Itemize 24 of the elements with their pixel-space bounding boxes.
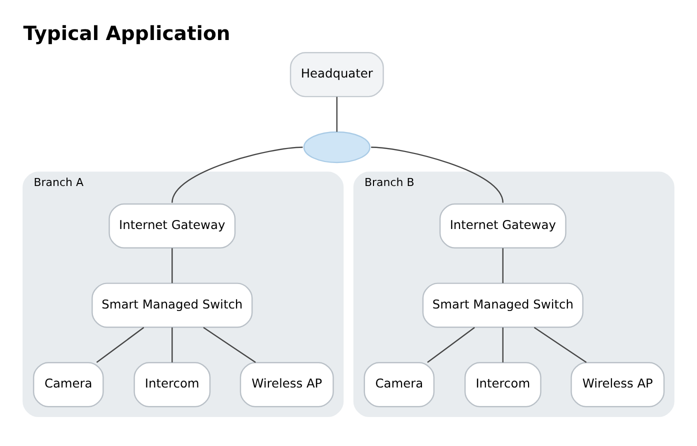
node-box: Internet Gateway	[108, 202, 236, 248]
node-box: Camera	[364, 362, 435, 407]
node-box: Wireless AP	[570, 362, 665, 407]
node-box: Smart Managed Switch	[92, 282, 253, 328]
connector	[534, 326, 587, 362]
node-box: Smart Managed Switch	[422, 282, 584, 328]
connector	[203, 326, 256, 362]
node-box: Intercom	[134, 362, 211, 407]
connector	[502, 327, 504, 362]
node-box: Intercom	[464, 362, 542, 407]
node-box: Wireless AP	[240, 362, 334, 407]
connector	[502, 248, 504, 283]
diagram-title: Typical Application	[23, 22, 230, 45]
node-box: Camera	[32, 362, 104, 407]
connector	[427, 326, 475, 362]
connector	[371, 146, 504, 202]
node-box: Internet Gateway	[439, 202, 566, 248]
connector	[336, 96, 338, 132]
connector	[172, 248, 173, 283]
connector	[96, 326, 144, 362]
node-box: Headquater	[290, 52, 384, 97]
node-cloud	[303, 130, 370, 163]
connector	[172, 146, 303, 202]
connector	[172, 327, 173, 362]
